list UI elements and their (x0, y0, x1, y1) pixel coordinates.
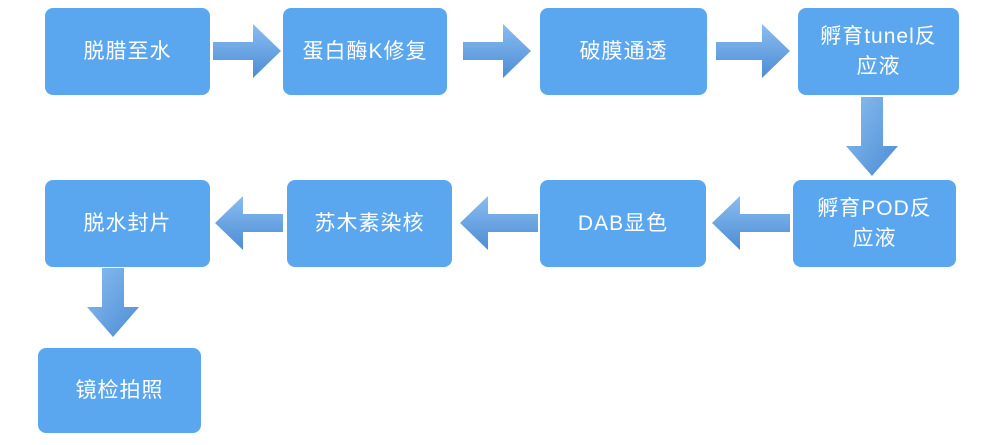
flow-node-label: DAB显色 (577, 211, 669, 235)
arrow-left-icon (215, 196, 283, 250)
flow-node-label: 孵育POD反 应液 (817, 197, 932, 250)
flow-node-label: 苏木素染核 (314, 211, 425, 235)
flow-node-incubate-pod-reagent: 孵育POD反 应液 (793, 180, 956, 267)
flow-node-dehydrate-mount: 脱水封片 (45, 180, 210, 267)
arrow-left-icon (712, 196, 790, 250)
arrow-right-icon (716, 24, 790, 78)
flow-node-incubate-tunel-reagent: 孵育tunel反 应液 (798, 8, 959, 95)
flow-node-label: 镜检拍照 (75, 378, 164, 402)
flow-node-membrane-permeabilization: 破膜通透 (540, 8, 707, 95)
flow-node-proteinase-k-repair: 蛋白酶K修复 (283, 8, 447, 95)
flow-node-hematoxylin-nuclear-stain: 苏木素染核 (287, 180, 452, 267)
flow-node-label: 蛋白酶K修复 (302, 39, 428, 63)
arrow-right-icon (213, 24, 281, 78)
flow-node-label: 脱水封片 (83, 211, 172, 235)
arrow-left-icon (460, 196, 538, 250)
arrow-down-icon (87, 268, 139, 337)
flow-node-label: 破膜通透 (579, 39, 668, 63)
flow-node-label: 脱腊至水 (83, 39, 172, 63)
flow-node-microscopy-photograph: 镜检拍照 (38, 348, 201, 433)
arrow-down-icon (846, 97, 898, 176)
arrow-right-icon (463, 24, 531, 78)
flow-node-dewax-to-water: 脱腊至水 (45, 8, 210, 95)
flow-node-label: 孵育tunel反 应液 (820, 25, 937, 78)
flow-node-dab-color-development: DAB显色 (540, 180, 706, 267)
